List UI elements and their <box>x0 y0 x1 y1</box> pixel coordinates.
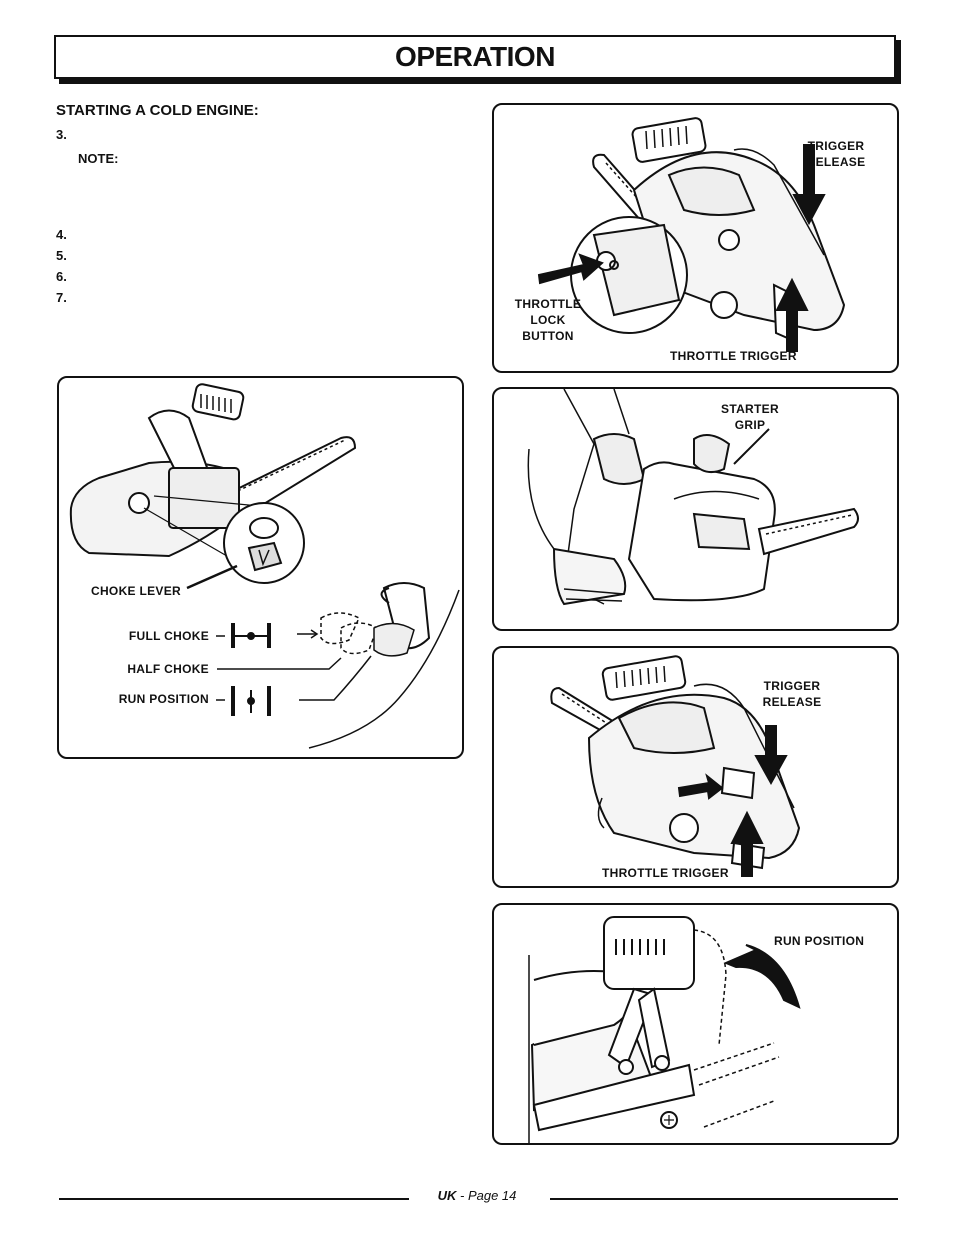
starter-grip-illustration <box>527 389 859 606</box>
step-number: 5. <box>56 248 67 263</box>
throttle-lock-line-3: BUTTON <box>522 329 574 343</box>
trigger-release-label: TRIGGER RELEASE <box>806 138 866 170</box>
footer-rule-left <box>59 1198 409 1200</box>
figure-throttle-lock: TRIGGER RELEASE THROTTLE LOCK BUTTON THR… <box>492 103 899 373</box>
throttle-lock-line-2: LOCK <box>530 313 566 327</box>
throttle-trigger-label-2: THROTTLE TRIGGER <box>602 866 729 880</box>
footer-region: UK <box>437 1188 457 1203</box>
note-label: NOTE: <box>78 151 119 166</box>
step-number: 6. <box>56 269 67 284</box>
page-title: OPERATION <box>395 41 555 72</box>
starter-grip-line-2: GRIP <box>734 418 766 432</box>
full-choke-label: FULL CHOKE <box>128 629 209 643</box>
throttle-lock-button-label: THROTTLE LOCK BUTTON <box>512 296 584 344</box>
trigger-release-label-2: TRIGGER RELEASE <box>756 678 828 710</box>
step-number: 4. <box>56 227 67 242</box>
figure-choke-lever: CHOKE LEVER FULL CHOKE HALF CHOKE RUN PO… <box>57 376 464 759</box>
throttle-lock-line-1: THROTTLE <box>514 297 582 311</box>
footer-rule-right <box>550 1198 898 1200</box>
half-choke-label: HALF CHOKE <box>127 662 209 676</box>
trigger-release-2-line-2: RELEASE <box>762 695 822 709</box>
page-footer: UK - Page 14 <box>0 1188 954 1203</box>
run-position-label: RUN POSITION <box>118 692 209 706</box>
throttle-trigger-label: THROTTLE TRIGGER <box>670 349 797 363</box>
trigger-release-line-1: TRIGGER <box>807 139 865 153</box>
footer-page-number: - Page 14 <box>460 1188 517 1203</box>
step-number: 7. <box>56 290 67 305</box>
step-number: 3. <box>56 127 67 142</box>
trigger-release-2-line-1: TRIGGER <box>763 679 821 693</box>
page-header: OPERATION <box>54 35 896 79</box>
figure-starter-grip: STARTER GRIP <box>492 387 899 631</box>
trigger-release-line-2: RELEASE <box>806 155 866 169</box>
starter-grip-line-1: STARTER <box>721 402 779 416</box>
run-position-label-2: RUN POSITION <box>774 934 865 948</box>
run-position-illustration <box>528 916 801 1143</box>
section-heading: STARTING A COLD ENGINE: <box>56 102 259 119</box>
throttle-lock-illustration <box>537 117 846 352</box>
choke-illustration <box>69 383 460 749</box>
figure-trigger-release: TRIGGER RELEASE THROTTLE TRIGGER <box>492 646 899 888</box>
choke-lever-label: CHOKE LEVER <box>91 584 181 598</box>
figure-run-position: RUN POSITION <box>492 903 899 1145</box>
starter-grip-label: STARTER GRIP <box>714 401 786 433</box>
trigger-release-illustration <box>550 655 801 877</box>
